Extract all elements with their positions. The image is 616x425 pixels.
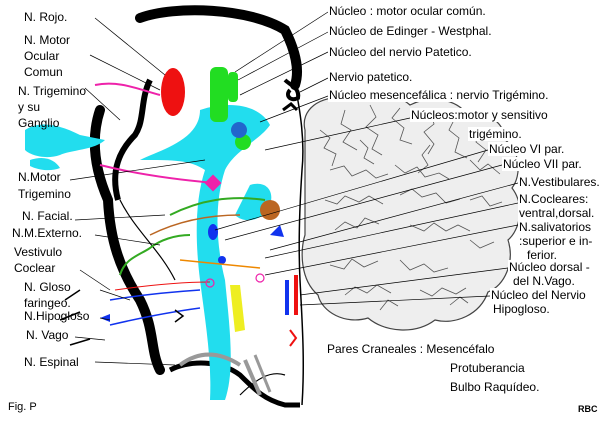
- brainstem-outline: [89, 5, 305, 408]
- label-vii-par: Núcleo VII par.: [502, 157, 583, 171]
- label-edinger: Núcleo de Edinger - Westphal.: [328, 24, 493, 38]
- label-trigemino-2: y su: [18, 100, 41, 114]
- legend-line1: Pares Craneales : Mesencéfalo: [327, 342, 495, 356]
- facial-brown-path: [149, 214, 241, 236]
- label-trigemino-1: N. Trigemino: [18, 84, 87, 98]
- legend-line3: Bulbo Raquídeo.: [450, 380, 540, 394]
- label-motor-ocular-2: Ocular: [24, 49, 60, 63]
- signature: RBC: [578, 404, 598, 414]
- label-motor-ocular-comun: Núcleo : motor ocular común.: [328, 4, 487, 18]
- label-facial: N. Facial.: [22, 209, 73, 223]
- facial-nerve: [119, 197, 266, 276]
- label-patetico-nervio: Nervio patetico.: [328, 70, 414, 84]
- motor-trigemino: [94, 82, 222, 192]
- left-leaders: [69, 17, 206, 366]
- label-motor-sensitivo-1: Núcleos:motor y sensitivo: [410, 108, 549, 122]
- label-motor-trig-1: N.Motor: [18, 170, 61, 184]
- figure-label: Fig. P: [8, 401, 37, 413]
- nucleo-motor-ocular: [210, 67, 238, 122]
- cerebellum: [301, 91, 521, 331]
- label-espinal: N. Espinal: [24, 355, 79, 369]
- label-vestibulo-1: Vestivulo: [14, 245, 63, 259]
- ganglio-geniculado: [260, 200, 280, 220]
- label-hipogloso: N.Hipogloso: [24, 309, 90, 323]
- label-vestibulares: N.Vestibulares.: [518, 175, 601, 189]
- label-motor-ocular-1: N. Motor: [24, 33, 71, 47]
- label-gloso-1: N. Gloso: [24, 280, 71, 294]
- label-vi-par: Núcleo VI par.: [488, 142, 566, 156]
- salivatory-circles: [205, 273, 265, 288]
- legend-line2: Protuberancia: [450, 361, 525, 375]
- label-salivatorios-3: ferior.: [526, 248, 559, 262]
- nucleo-amarillo: [230, 285, 245, 332]
- nerve-root-marks: [59, 289, 185, 346]
- espinal-gray: [178, 352, 272, 396]
- label-hipogloso-nucleo-1: Núcleo del Nervio: [490, 288, 587, 302]
- right-leaders: [214, 11, 519, 306]
- label-hipogloso-nucleo-2: Hipogloso.: [492, 302, 551, 316]
- label-mesencefalica: Núcleo mesencefálica : nervio Trigémino.: [328, 88, 550, 102]
- label-salivatorios-1: N.salivatorios: [518, 220, 593, 234]
- label-trigemino-3: Ganglio: [18, 116, 60, 130]
- label-motor-sensitivo-2: trigémino.: [468, 127, 523, 141]
- blue-nuclei: [100, 224, 289, 326]
- label-salivatorios-2: :superior e in-: [518, 234, 594, 248]
- red-nuclei-lower: [114, 275, 298, 347]
- label-cocleares-2: ventral,dorsal.: [518, 206, 596, 220]
- label-rojo: N. Rojo.: [24, 10, 68, 24]
- label-vago: N. Vago: [26, 328, 69, 342]
- label-dorsal-vago-1: Núcleo dorsal -: [508, 260, 591, 274]
- label-dorsal-vago-2: del N.Vago.: [512, 274, 576, 288]
- label-cocleares-1: N.Cocleares:: [518, 192, 590, 206]
- nucleo-rojo: [161, 68, 185, 116]
- label-patetico-nucleo: Núcleo del nervio Patetico.: [328, 45, 473, 59]
- label-motor-trig-2: Trigemino: [18, 187, 71, 201]
- label-gloso-2: faringeo.: [24, 296, 71, 310]
- orange-fibers: [179, 259, 261, 269]
- label-motor-ocular-3: Comun: [24, 65, 63, 79]
- label-vestibulo-2: Coclear: [14, 261, 56, 275]
- nucleo-patetico: [231, 122, 247, 138]
- label-motor-externo: N.M.Externo.: [12, 226, 83, 240]
